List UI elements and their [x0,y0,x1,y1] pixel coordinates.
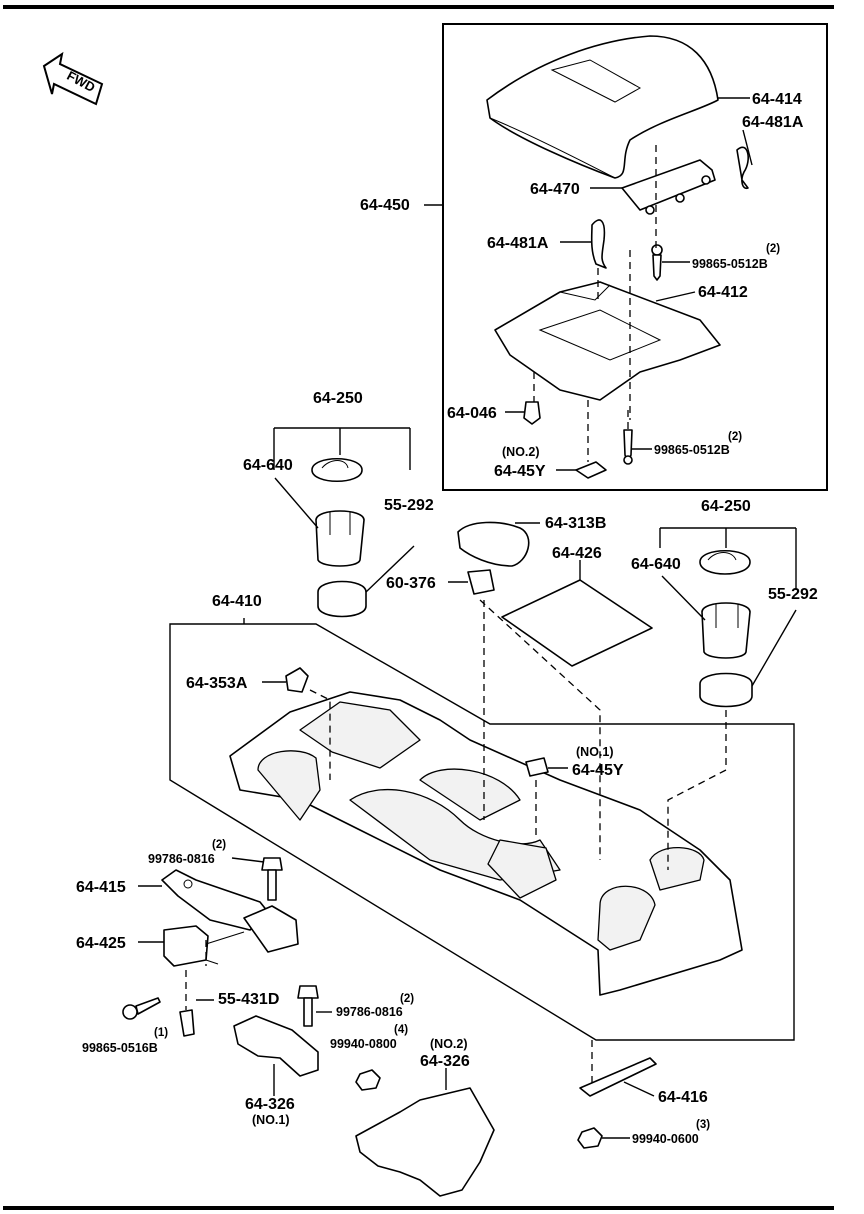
label-55-431D: 55-431D [218,991,279,1008]
armrest-base-64-412 [494,281,721,401]
console-frame-64-410 [169,623,795,1041]
bracket-64-326-no2 [355,1087,495,1197]
armrest-assembly-frame [442,23,828,491]
qty-99865-0512B-lower: (2) [728,431,742,443]
hinge-bracket-64-470 [621,159,716,215]
label-64-415: 64-415 [76,879,126,896]
qty-99940-0600: (3) [696,1119,710,1131]
leader-55-292-left [365,545,415,593]
leader-bolt-upper [231,857,265,863]
cup-lid-64-250-left [311,458,363,482]
label-64-250-right: 64-250 [701,498,751,515]
label-no1-lower: (NO.1) [252,1113,290,1127]
assembly-dashed-lines-upper [533,145,657,462]
hole-64-415 [183,879,193,889]
hinge-left-64-481A [590,219,607,269]
label-55-292-left: 55-292 [384,497,434,514]
label-64-640-right: 64-640 [631,556,681,573]
qty-99865-0516B: (1) [154,1027,168,1039]
label-64-426: 64-426 [552,545,602,562]
bracket-64-326-no1 [233,1015,319,1077]
clip-64-046 [523,401,541,425]
screw-99865-0512B-lower [623,429,633,465]
label-64-326-no2: 64-326 [420,1053,470,1070]
label-64-470: 64-470 [530,181,580,198]
assembly-dashed-lines-console [309,599,727,1090]
label-64-416: 64-416 [658,1089,708,1106]
bracket-64-250-left [273,427,411,470]
clip-64-353A [285,667,309,693]
label-55-292-right: 55-292 [768,586,818,603]
cup-insert-64-640-right [701,602,751,659]
bracket-64-425 [163,905,299,967]
leader-64-640-right [661,575,706,621]
label-99865-0512B-lower: 99865-0512B [654,443,730,457]
qty-99865-0512B-upper: (2) [766,243,780,255]
label-99940-0600: 99940-0600 [632,1132,699,1146]
label-64-412: 64-412 [698,284,748,301]
nut-99940-0800 [355,1069,381,1091]
leader-55-292-right [751,609,797,687]
label-64-414: 64-414 [752,91,802,108]
label-no2-lower: (NO.2) [430,1037,468,1051]
nut-99940-0600 [577,1127,603,1149]
fwd-arrow-icon: FWD [42,51,104,106]
label-64-481A-left: 64-481A [487,235,549,252]
label-64-326-no1: 64-326 [245,1096,295,1113]
screw-99865-0516B [122,997,161,1020]
leader-64-416 [623,1081,655,1097]
bracket-64-250-right [659,527,797,590]
label-60-376: 60-376 [386,575,436,592]
label-99786-0816-upper: 99786-0816 [148,852,215,866]
label-99786-0816-lower: 99786-0816 [336,1005,403,1019]
label-64-250-left: 64-250 [313,390,363,407]
leader-64-481A-right [742,129,753,166]
bolt-99786-0816-upper [261,857,283,901]
label-64-313B: 64-313B [545,515,606,532]
label-99865-0516B: 99865-0516B [82,1041,158,1055]
label-64-353A: 64-353A [186,675,248,692]
label-99940-0800: 99940-0800 [330,1037,397,1051]
label-64-450: 64-450 [360,197,410,214]
cup-ring-55-292-right [699,672,753,708]
screw-99865-0512B-upper [651,244,663,281]
label-64-046: 64-046 [447,405,497,422]
clip-60-376 [467,569,495,595]
armrest-lid-64-414 [486,35,719,179]
dashed-lines-left [185,940,207,1010]
qty-99940-0800: (4) [394,1024,408,1036]
label-99865-0512B-upper: 99865-0512B [692,257,768,271]
pad-64-313B [457,521,530,567]
label-64-45Y-no1: 64-45Y [572,762,624,779]
cup-ring-55-292-left [317,580,367,618]
label-no1-upper: (NO.1) [576,745,614,759]
console-body-64-410 [229,691,743,996]
label-64-410: 64-410 [212,593,262,610]
bolt-99786-0816-lower [297,985,319,1027]
cup-insert-64-640-left [315,510,365,567]
leader-64-412 [655,291,696,302]
qty-99786-0816-lower: (2) [400,993,414,1005]
hinge-right-64-481A [736,146,749,190]
label-64-425: 64-425 [76,935,126,952]
nut-64-45Y-no1 [525,757,549,777]
label-64-45Y-no2: 64-45Y [494,463,546,480]
label-64-481A-right: 64-481A [742,114,804,131]
mat-64-426 [501,579,653,667]
nut-64-45Y-no2 [575,461,607,479]
cup-lid-64-250-right [699,550,751,575]
clip-55-431D [179,1009,195,1037]
bracket-64-416 [579,1057,657,1097]
label-no2-upper: (NO.2) [502,445,540,459]
label-64-640-left: 64-640 [243,457,293,474]
qty-99786-0816-upper: (2) [212,839,226,851]
leader-64-640-left [274,477,319,529]
